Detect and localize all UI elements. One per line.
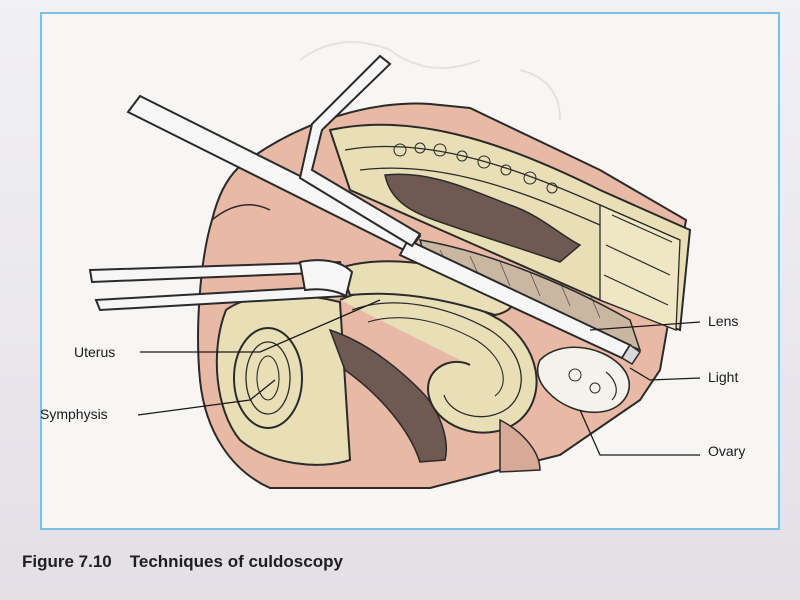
symphysis-leader bbox=[137, 379, 276, 416]
angled-probe bbox=[298, 54, 422, 248]
figure-caption: Figure 7.10 Techniques of culdoscopy bbox=[22, 552, 343, 572]
buttock-fold bbox=[211, 204, 271, 221]
perineum-tissue bbox=[499, 418, 541, 473]
lens-label: Lens bbox=[708, 313, 739, 329]
uterus-label: Uterus bbox=[74, 344, 116, 360]
ovary-shape bbox=[536, 346, 631, 414]
vaginal-canal bbox=[328, 328, 447, 463]
light-label: Light bbox=[708, 369, 739, 385]
uterus-leader bbox=[140, 299, 381, 353]
lens-leader bbox=[589, 321, 701, 331]
show-through-shapes bbox=[299, 41, 561, 121]
leader-lines bbox=[137, 299, 701, 456]
ovary-leader bbox=[579, 409, 700, 456]
figure-title: Techniques of culdoscopy bbox=[129, 552, 343, 571]
symphysis-bone bbox=[233, 327, 303, 429]
forceps-instrument bbox=[88, 259, 354, 312]
light-leader bbox=[629, 367, 701, 381]
symphysis-label: Symphysis bbox=[40, 406, 108, 422]
ovary-label: Ovary bbox=[708, 443, 746, 459]
figure-number: Figure 7.10 bbox=[22, 552, 112, 571]
sacrum-section bbox=[328, 123, 692, 332]
